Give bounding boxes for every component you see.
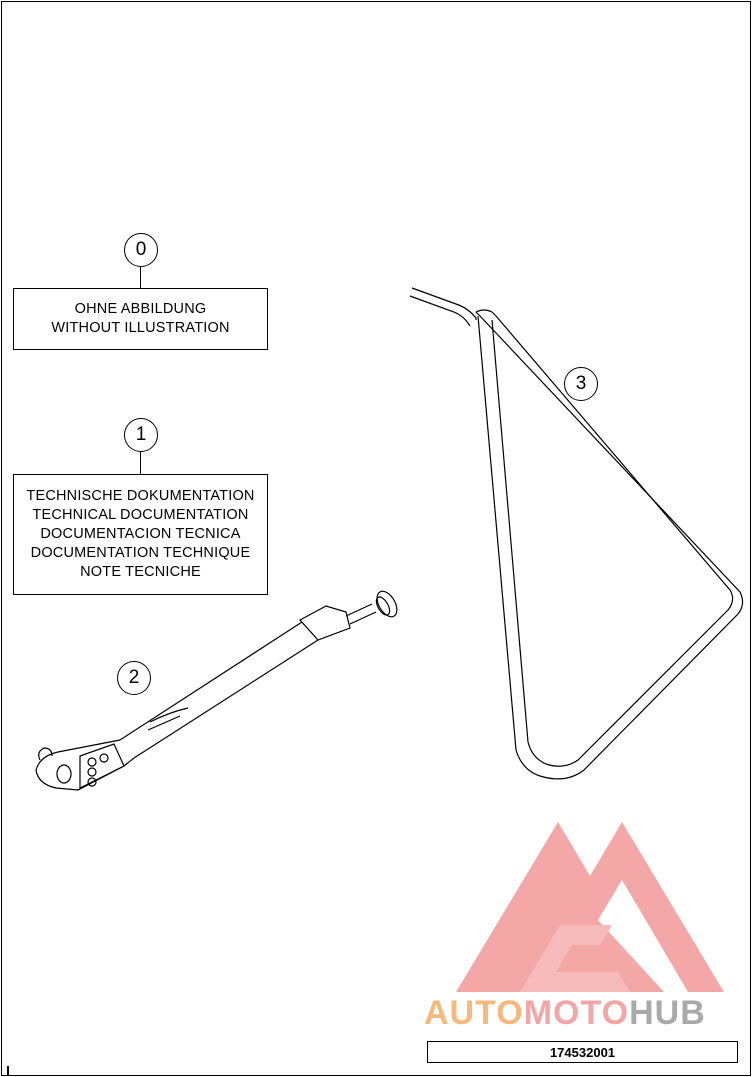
note-line: DOCUMENTACION TECNICA	[40, 526, 241, 542]
callout-1-leader	[140, 452, 142, 475]
wordmark-hub: HUB	[629, 994, 706, 1032]
triangle-stand-icon	[409, 287, 744, 780]
note-line: WITHOUT ILLUSTRATION	[51, 320, 230, 336]
wordmark-moto: MOTO	[523, 994, 630, 1032]
callout-2-label: 2	[128, 667, 140, 688]
watermark-wordmark: AUTOMOTOHUB	[424, 995, 744, 1031]
note-line: TECHNICAL DOCUMENTATION	[32, 507, 249, 523]
note-technical-documentation: TECHNISCHE DOKUMENTATION TECHNICAL DOCUM…	[13, 474, 268, 595]
note-line: OHNE ABBILDUNG	[74, 301, 207, 317]
frame-tick-mark	[7, 1066, 9, 1076]
callout-2: 2	[117, 661, 151, 695]
part-number: 174532001	[549, 1044, 616, 1060]
callout-0-label: 0	[135, 239, 147, 260]
automotohub-logo-icon	[456, 822, 724, 992]
callout-3: 3	[564, 367, 598, 401]
callout-0-leader	[140, 267, 142, 289]
callout-1-label: 1	[135, 424, 147, 445]
callout-3-label: 3	[575, 373, 587, 394]
note-line: DOCUMENTATION TECHNIQUE	[30, 545, 251, 561]
note-line: TECHNISCHE DOKUMENTATION	[26, 488, 255, 504]
note-without-illustration: OHNE ABBILDUNG WITHOUT ILLUSTRATION	[13, 288, 268, 350]
callout-0: 0	[124, 233, 158, 267]
part-number-box: 174532001	[427, 1041, 738, 1063]
callout-1: 1	[124, 418, 158, 452]
note-line: NOTE TECNICHE	[80, 564, 201, 580]
wordmark-auto: AUTO	[424, 994, 524, 1032]
fork-pump-icon	[35, 590, 398, 791]
